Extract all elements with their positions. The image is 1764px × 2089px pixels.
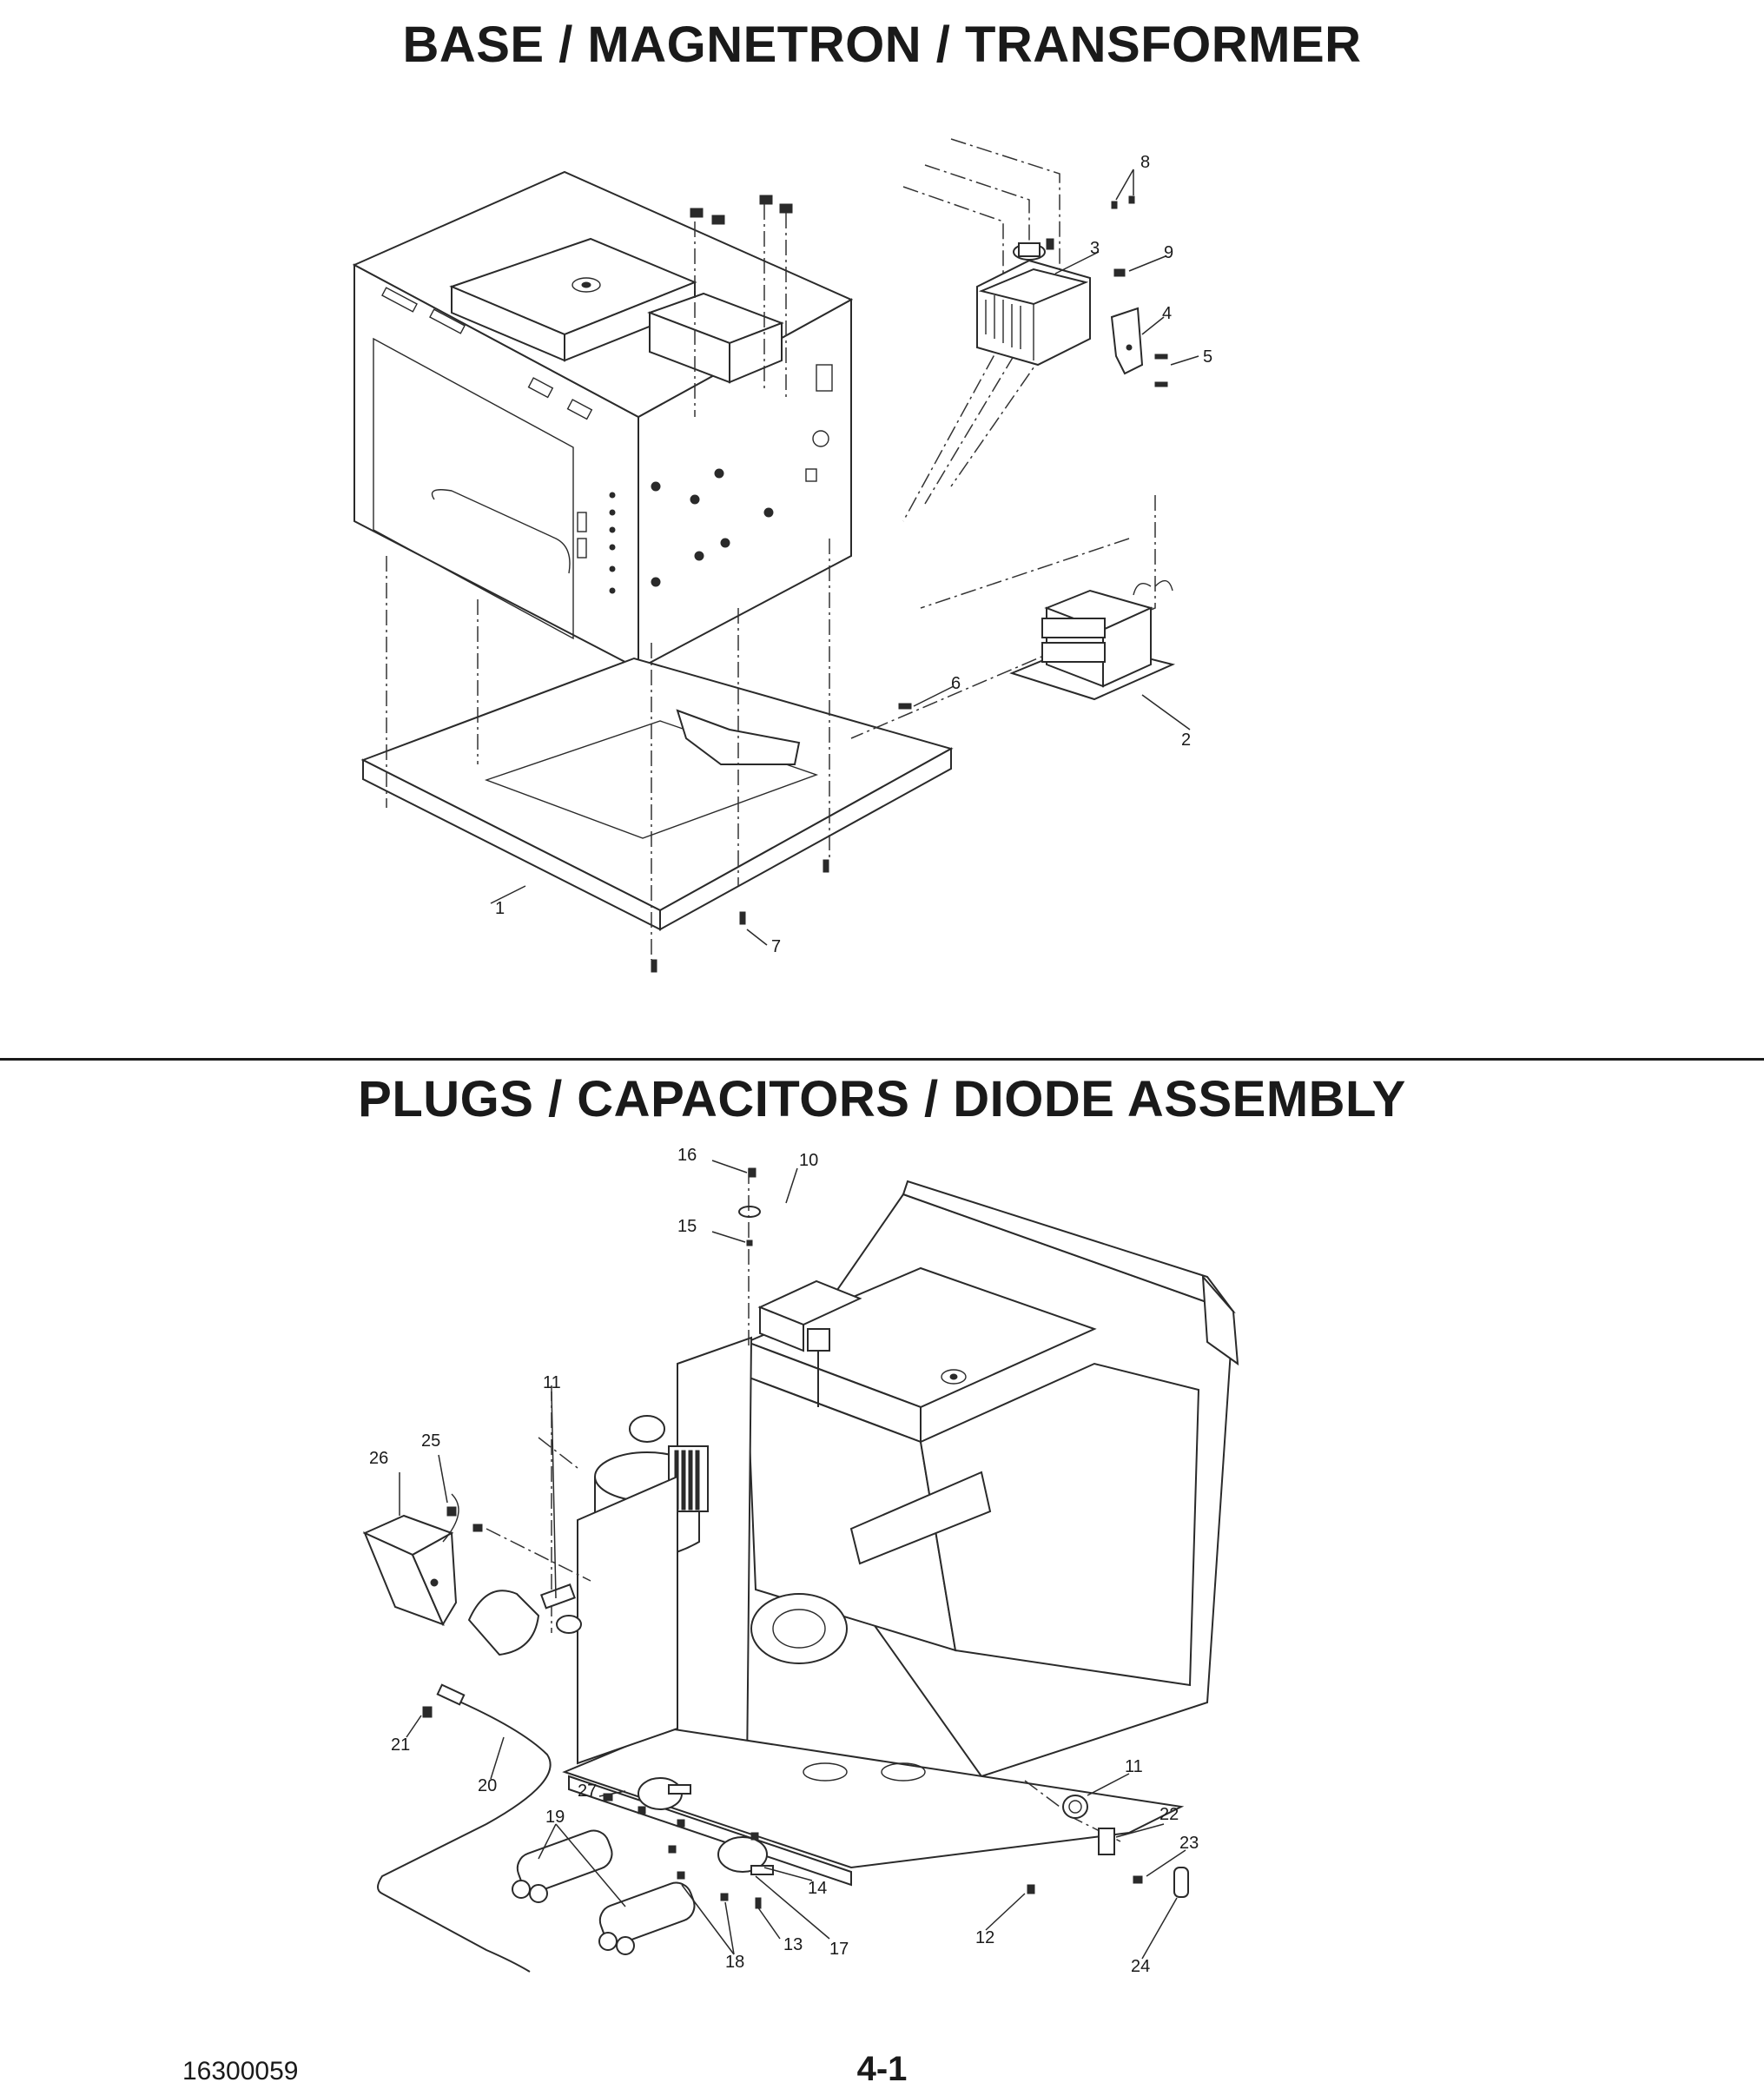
power-supply-box xyxy=(362,1493,459,1627)
callout-leaders-bottom xyxy=(399,1160,1186,1960)
callout-18: 18 xyxy=(725,1953,744,1972)
plug-assembly xyxy=(467,1583,582,1656)
page-number: 4-1 xyxy=(856,2050,908,2088)
callout-4: 4 xyxy=(1162,304,1172,323)
callout-7: 7 xyxy=(771,937,781,956)
diode-and-fuse-holder xyxy=(1062,1795,1189,1898)
callout-22: 22 xyxy=(1159,1805,1179,1824)
callout-21: 21 xyxy=(391,1735,410,1755)
oven-cavity-frame xyxy=(352,170,854,671)
callout-11-upper: 11 xyxy=(543,1373,561,1392)
callout-16: 16 xyxy=(677,1146,697,1165)
transformer xyxy=(1009,579,1176,701)
callout-13: 13 xyxy=(783,1935,803,1954)
diode-cable xyxy=(377,1683,552,1973)
callout-24: 24 xyxy=(1131,1957,1150,1976)
base-tray xyxy=(360,657,954,931)
callout-20: 20 xyxy=(478,1776,497,1795)
callout-leaders-top xyxy=(490,169,1199,946)
callout-27: 27 xyxy=(578,1782,597,1801)
callout-8: 8 xyxy=(1140,153,1150,172)
section-title-plugs-capacitors-diode: PLUGS / CAPACITORS / DIODE ASSEMBLY xyxy=(358,1071,1406,1127)
callout-23: 23 xyxy=(1179,1834,1199,1853)
capacitor-clamps xyxy=(638,1777,774,1875)
callout-14: 14 xyxy=(808,1879,827,1898)
section-divider xyxy=(0,1058,1764,1061)
callout-9: 9 xyxy=(1164,243,1173,262)
magnetron-bracket xyxy=(1110,307,1144,375)
callout-1: 1 xyxy=(495,899,505,918)
capacitors xyxy=(512,1829,696,1955)
alignment-lines-bottom xyxy=(486,1168,1121,1842)
callout-17: 17 xyxy=(829,1940,849,1959)
callout-5: 5 xyxy=(1203,347,1212,367)
oven-chassis-rear-view xyxy=(562,1180,1239,1887)
callout-11-lower: 11 xyxy=(1125,1757,1143,1776)
callout-12: 12 xyxy=(975,1928,994,1947)
callout-3: 3 xyxy=(1090,239,1100,258)
callout-labels-bottom: 10 11 11 12 13 14 15 16 17 18 19 20 21 2… xyxy=(369,1146,1199,1976)
callout-10: 10 xyxy=(799,1151,818,1170)
small-fasteners-top xyxy=(651,195,1168,973)
callout-labels-top: 1 2 3 4 5 6 7 8 9 xyxy=(495,153,1212,956)
section-title-base-magnetron-transformer: BASE / MAGNETRON / TRANSFORMER xyxy=(402,17,1362,73)
small-fasteners-bottom xyxy=(422,1167,1143,1909)
callout-25: 25 xyxy=(421,1431,440,1451)
callout-26: 26 xyxy=(369,1449,388,1468)
callout-6: 6 xyxy=(951,674,961,693)
callout-2: 2 xyxy=(1181,730,1191,750)
callout-19: 19 xyxy=(545,1808,565,1827)
callout-15: 15 xyxy=(677,1217,697,1236)
document-number: 16300059 xyxy=(182,2057,299,2086)
magnetron xyxy=(976,238,1091,367)
